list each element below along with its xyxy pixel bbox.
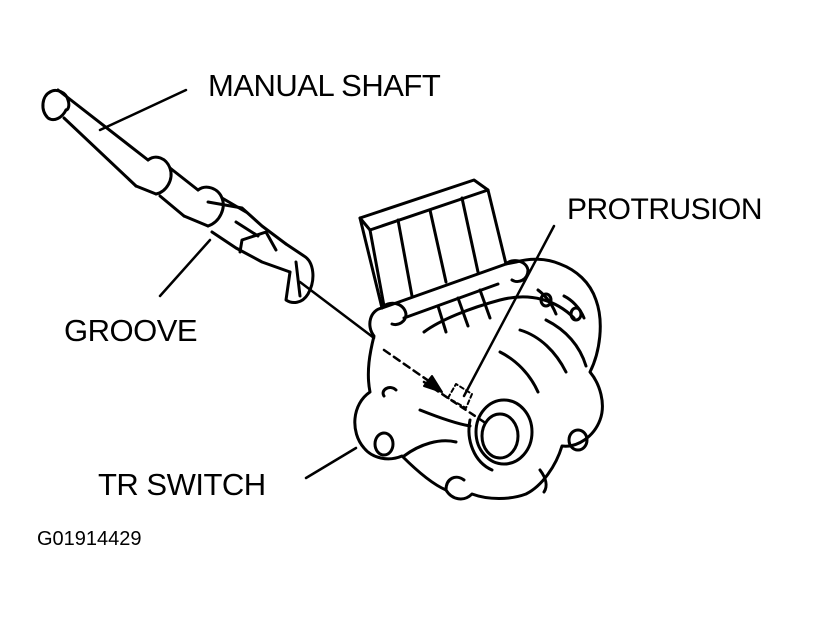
manual-shaft (41, 88, 315, 304)
label-protrusion: PROTRUSION (567, 193, 763, 226)
leader-protrusion (462, 224, 556, 398)
leader-tr-switch (304, 446, 358, 480)
leader-lines (98, 88, 556, 480)
leader-manual-shaft (98, 88, 188, 132)
label-groove: GROOVE (64, 313, 198, 348)
tr-switch (353, 178, 604, 501)
label-manual-shaft: MANUAL SHAFT (208, 68, 441, 103)
alignment-line (298, 280, 376, 340)
leader-groove (158, 238, 212, 298)
label-tr-switch: TR SWITCH (98, 467, 266, 502)
figure-id: G01914429 (37, 528, 142, 550)
